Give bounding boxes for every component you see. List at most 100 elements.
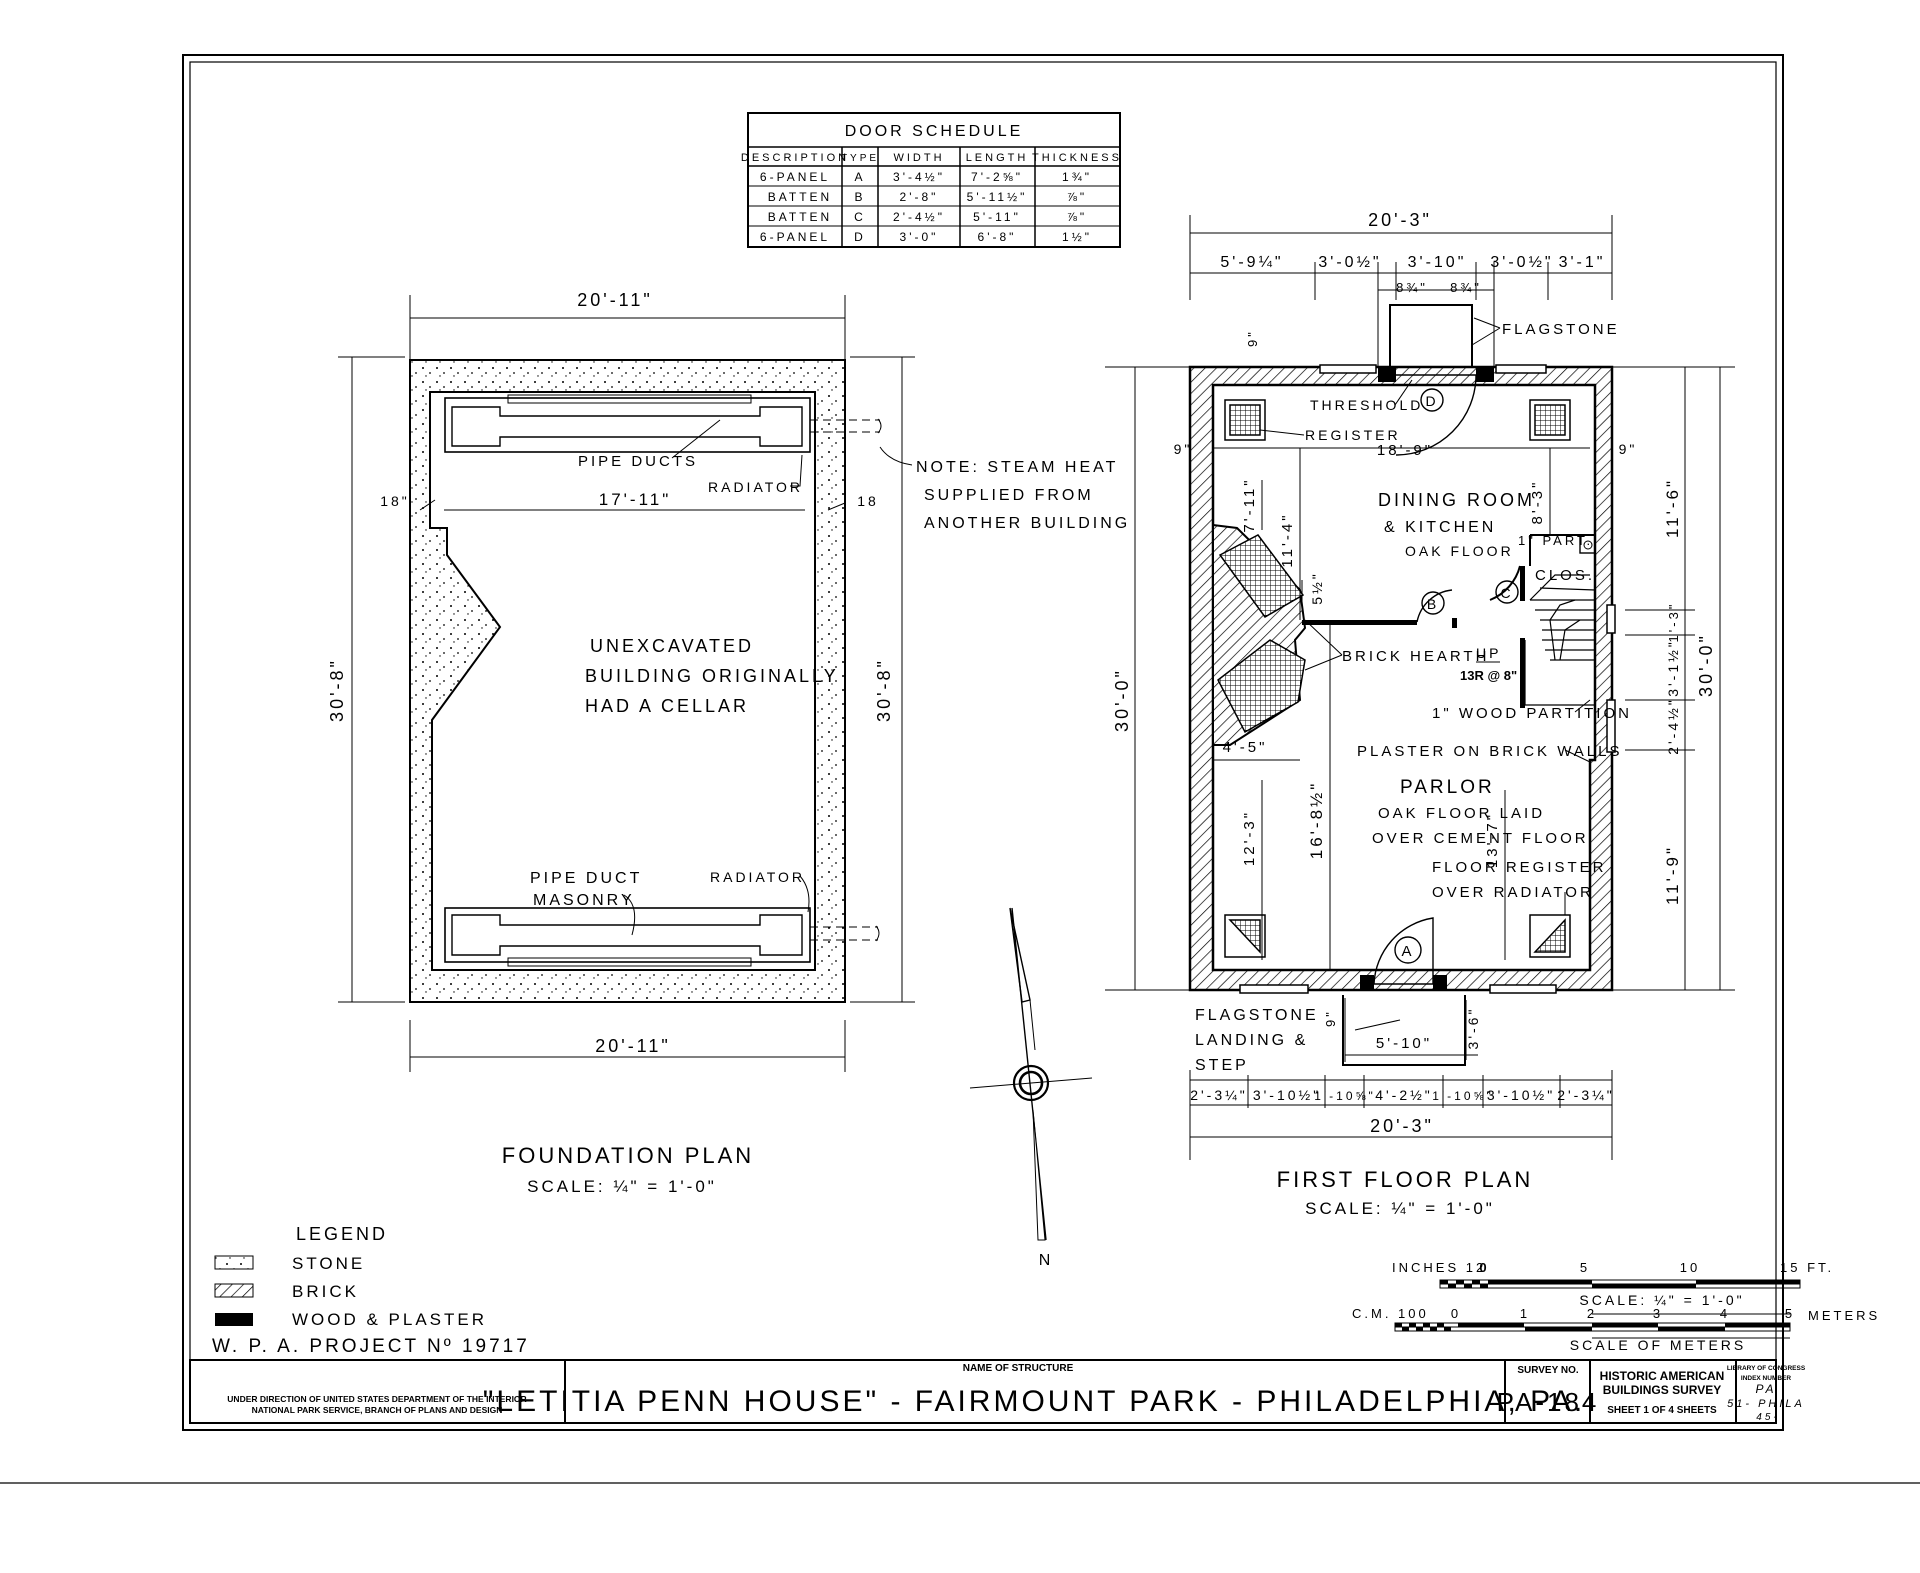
ds-cell: ⅞" bbox=[1067, 210, 1087, 224]
legend-item: BRICK bbox=[292, 1282, 359, 1301]
legend: LEGEND STONE BRICK WOOD & PLASTER W. P. … bbox=[212, 1224, 527, 1357]
door-schedule-title: DOOR SCHEDULE bbox=[845, 123, 1024, 140]
door-schedule: DOOR SCHEDULE DESCRIPTION TYPE WIDTH LEN… bbox=[741, 112, 1122, 248]
tb-structure-name: "LETITIA PENN HOUSE" - FAIRMOUNT PARK - … bbox=[483, 1385, 1586, 1418]
ffp-parlor: OAK FLOOR LAID bbox=[1378, 805, 1545, 822]
fp-steam-note: SUPPLIED FROM bbox=[924, 487, 1094, 504]
door-d: D bbox=[1425, 393, 1438, 409]
tb-loc: LIBRARY OF CONGRESS bbox=[1727, 1365, 1806, 1372]
north-arrow: N bbox=[969, 907, 1093, 1269]
ds-cell: 2'-8" bbox=[900, 190, 939, 204]
tb-direction: UNDER DIRECTION OF UNITED STATES DEPARTM… bbox=[227, 1394, 526, 1404]
foundation-plan: 20'-11" 20'-11" 30'-8" 30'-8" 17'-11" 18… bbox=[327, 290, 1130, 1196]
tb-loc: 51- PHILA bbox=[1727, 1398, 1805, 1410]
fp-steam-note: ANOTHER BUILDING bbox=[924, 515, 1130, 532]
ds-cell: 1¾" bbox=[1062, 170, 1092, 184]
ffp-clos: CLOS. bbox=[1535, 567, 1595, 584]
ffp-flagstone: FLAGSTONE bbox=[1502, 321, 1620, 338]
door-c: C bbox=[1500, 585, 1513, 601]
fp-dim-right: 30'-8" bbox=[874, 658, 894, 722]
fp-dim-top: 20'-11" bbox=[577, 290, 653, 310]
ds-cell: 5'-11½" bbox=[967, 190, 1028, 204]
ds-cell: A bbox=[854, 170, 865, 184]
scale-note: SCALE: ¼" = 1'-0" bbox=[1579, 1292, 1744, 1308]
ffp-parlor: OVER CEMENT FLOOR bbox=[1372, 830, 1589, 847]
meters-label: METERS bbox=[1808, 1308, 1880, 1323]
ffp-title: FIRST FLOOR PLAN bbox=[1277, 1167, 1534, 1192]
legend-title: LEGEND bbox=[296, 1224, 388, 1244]
ffp-dim-right-part: 2'-4½" bbox=[1665, 697, 1681, 755]
fp-note-line: UNEXCAVATED bbox=[590, 636, 754, 656]
ffp-dim-top-part: 3'-0½" bbox=[1490, 254, 1553, 271]
fp-pipe-ducts: PIPE DUCTS bbox=[578, 453, 698, 470]
fp-title: FOUNDATION PLAN bbox=[502, 1143, 754, 1168]
ffp-dim-bottom-part: 1'-10⅝" bbox=[1314, 1089, 1376, 1103]
ffp-flagstone-landing: STEP bbox=[1195, 1057, 1249, 1074]
meter-tick: 2 bbox=[1587, 1306, 1597, 1321]
ffp-dining-room: DINING ROOM bbox=[1378, 490, 1535, 510]
ffp-dim-left-total: 30'-0" bbox=[1112, 668, 1132, 732]
fp-dim-wall-left: 18" bbox=[380, 493, 410, 509]
ds-cell: 3'-4½" bbox=[893, 170, 945, 184]
ds-cell: 2'-4½" bbox=[893, 210, 945, 224]
ffp-dim-right-part: 1'-3" bbox=[1666, 602, 1681, 643]
ds-cell: BATTEN bbox=[768, 190, 832, 204]
ds-cell: 5'-11" bbox=[973, 210, 1021, 224]
ffp-dining-room: & KITCHEN bbox=[1384, 519, 1496, 536]
ffp-floor-register: OVER RADIATOR bbox=[1432, 884, 1594, 901]
ffp-dim-interior: 5'-10" bbox=[1376, 1035, 1432, 1052]
ffp-part: 1" PART. bbox=[1518, 533, 1593, 548]
ffp-dim-bottom-total: 20'-3" bbox=[1370, 1116, 1434, 1136]
meter-tick: 1 bbox=[1520, 1306, 1530, 1321]
tb-survey-no: PA-184 bbox=[1497, 1387, 1600, 1417]
ds-header-length: LENGTH bbox=[966, 152, 1029, 164]
tb-loc: INDEX NUMBER bbox=[1741, 1375, 1792, 1382]
legend-swatch-brick bbox=[214, 1283, 254, 1298]
meter-tick: 0 bbox=[1451, 1306, 1461, 1321]
ffp-dim-interior: 9" bbox=[1174, 441, 1193, 457]
tb-habs: BUILDINGS SURVEY bbox=[1603, 1383, 1721, 1397]
inches-tick: 10 bbox=[1680, 1260, 1700, 1275]
ffp-dim-interior: 9" bbox=[1245, 329, 1260, 347]
ffp-up: UP bbox=[1476, 645, 1501, 661]
ffp-dim-interior: 16'-8½" bbox=[1307, 781, 1326, 859]
fp-steam-note: NOTE: STEAM HEAT bbox=[916, 459, 1118, 476]
ds-cell: 1½" bbox=[1062, 230, 1092, 244]
ds-cell: 6-PANEL bbox=[760, 230, 830, 244]
ffp-dim-right-part: 3'-1½" bbox=[1665, 639, 1681, 697]
ffp-dim-bottom-part: 1'-10⅝" bbox=[1432, 1089, 1494, 1103]
fp-radiator-top: RADIATOR bbox=[708, 479, 803, 495]
fp-dim-left: 30'-8" bbox=[327, 658, 347, 722]
ffp-dim-top-part: 3'-1" bbox=[1559, 254, 1606, 271]
ffp-dim-interior: 5½" bbox=[1309, 571, 1325, 604]
ffp-dim-interior: 9" bbox=[1619, 441, 1638, 457]
ffp-brick-wall bbox=[1188, 365, 1614, 992]
ffp-dim-top-part: 5'-9¼" bbox=[1220, 254, 1283, 271]
north-label: N bbox=[1039, 1252, 1054, 1269]
ds-cell: C bbox=[854, 210, 866, 224]
legend-swatch-stone bbox=[214, 1255, 254, 1270]
title-block: UNDER DIRECTION OF UNITED STATES DEPARTM… bbox=[189, 1359, 1806, 1424]
fp-radiator-bottom: RADIATOR bbox=[710, 869, 805, 885]
ffp-plaster-walls: PLASTER ON BRICK WALLS bbox=[1357, 743, 1623, 760]
ffp-risers: 13R @ 8" bbox=[1460, 668, 1517, 683]
fp-dim-inner: 17'-11" bbox=[599, 490, 672, 509]
fp-note-line: BUILDING ORIGINALLY bbox=[585, 666, 839, 686]
sheet-border-outer bbox=[182, 54, 1784, 1431]
ffp-dim-bottom-part: 3'-10½" bbox=[1487, 1087, 1555, 1103]
ffp-dim-interior: 11'-4" bbox=[1279, 512, 1296, 567]
cm-label: C.M. 100 bbox=[1352, 1306, 1429, 1321]
first-floor-plan: 20'-3" 5'-9¼" 3'-0½" 3'-10" 3'-0½" 3'-1"… bbox=[1105, 210, 1735, 1218]
ffp-dim-right-part: 11'-6" bbox=[1663, 478, 1682, 538]
ds-header-type: TYPE bbox=[841, 153, 879, 164]
ffp-dim-interior: 3'-6" bbox=[1465, 1007, 1481, 1050]
ffp-floor-register: FLOOR REGISTER bbox=[1432, 859, 1607, 876]
fp-scale: SCALE: ¼" = 1'-0" bbox=[527, 1177, 717, 1196]
ds-header-thickness: THICKNESS bbox=[1032, 152, 1122, 164]
graphic-scales: INCHES 12 0 5 10 15 FT. C.M. 100 0 1 2 3… bbox=[1352, 1260, 1880, 1353]
ffp-brick-hearth: BRICK HEARTH bbox=[1342, 648, 1489, 665]
ffp-dim-interior: 9" bbox=[1323, 1009, 1338, 1027]
inches-label: INCHES 12 bbox=[1392, 1260, 1486, 1275]
ffp-dim-top-small: 8¾" bbox=[1396, 280, 1428, 295]
door-a: A bbox=[1401, 943, 1414, 960]
